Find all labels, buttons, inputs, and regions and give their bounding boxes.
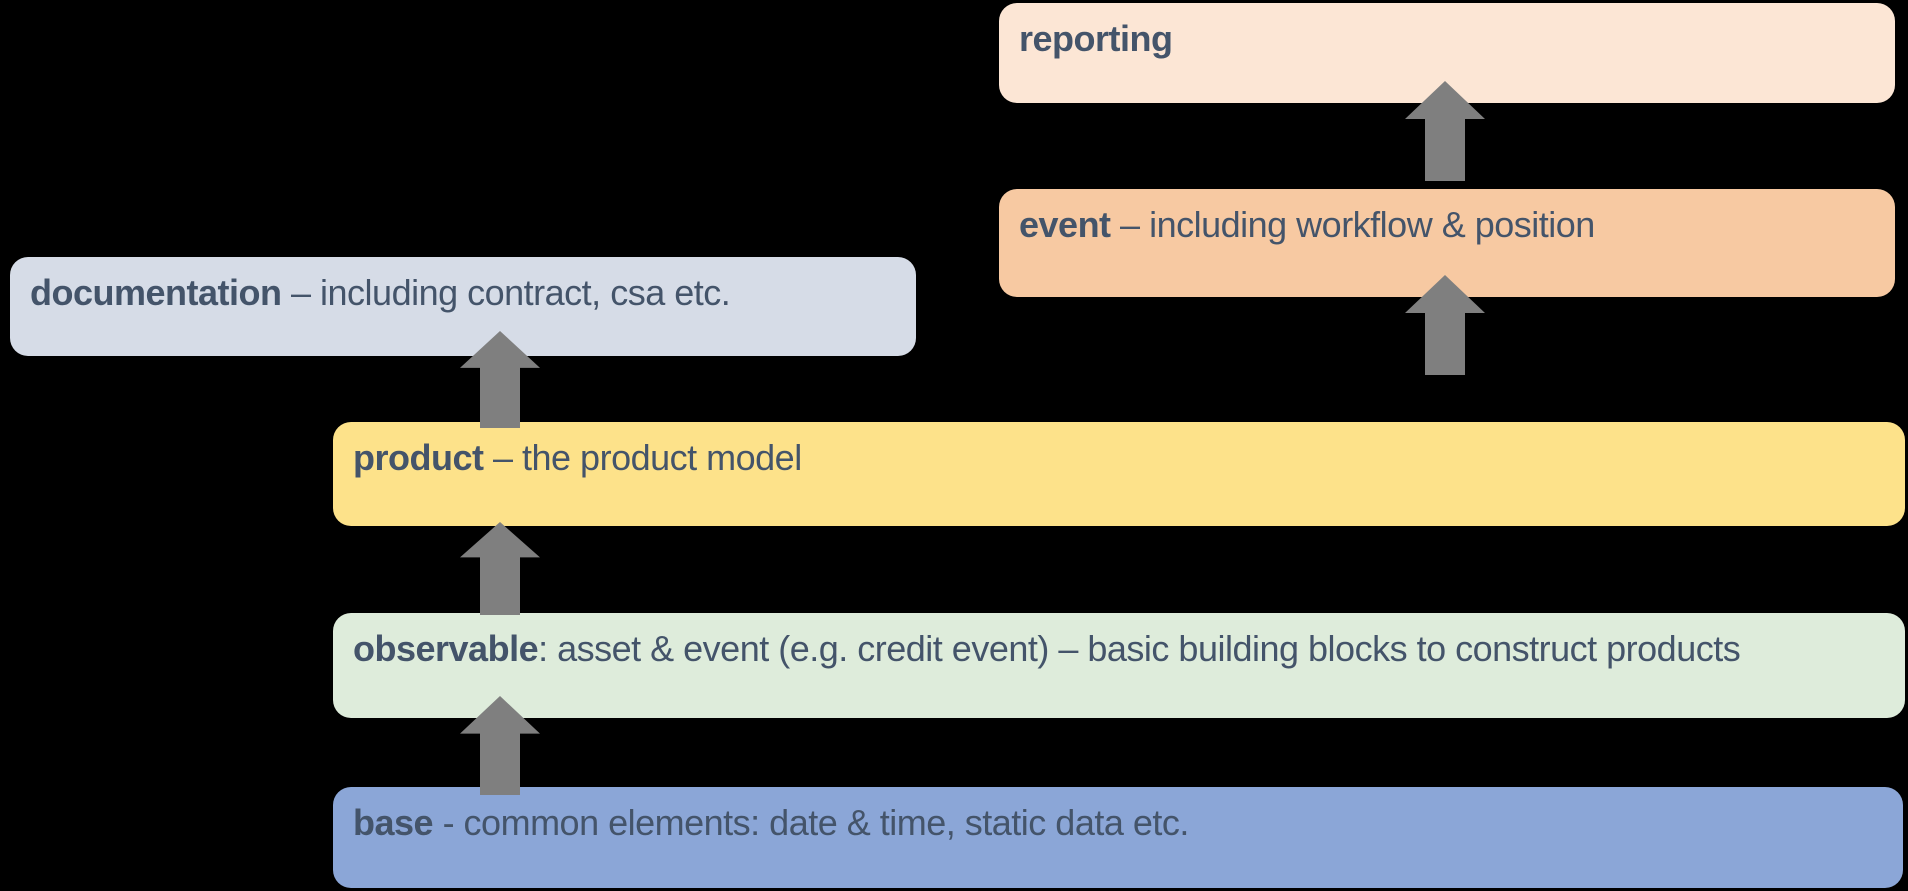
box-documentation-description: – including contract, csa etc.: [281, 272, 731, 313]
up-arrow-observable-to-product-icon: [460, 522, 540, 615]
box-product: product – the product model: [333, 422, 1905, 526]
box-documentation-title: documentation: [30, 272, 282, 313]
box-base-description: - common elements: date & time, static d…: [433, 802, 1190, 843]
box-observable: observable: asset & event (e.g. credit e…: [333, 613, 1905, 718]
box-event-title: event: [1019, 204, 1111, 245]
box-base: base - common elements: date & time, sta…: [333, 787, 1903, 888]
box-product-description: – the product model: [483, 437, 802, 478]
box-event-description: – including workflow & position: [1110, 204, 1595, 245]
up-arrow-product-to-documentation-icon: [460, 331, 540, 428]
box-product-title: product: [353, 437, 484, 478]
up-arrow-product-to-event-icon: [1405, 275, 1485, 375]
box-observable-title: observable: [353, 628, 539, 669]
up-arrow-base-to-observable-icon: [460, 696, 540, 795]
box-base-title: base: [353, 802, 434, 843]
box-documentation: documentation – including contract, csa …: [10, 257, 916, 356]
box-reporting-title: reporting: [1019, 18, 1173, 59]
box-event: event – including workflow & position: [999, 189, 1895, 297]
up-arrow-event-to-reporting-icon: [1405, 81, 1485, 181]
box-observable-description: : asset & event (e.g. credit event) – ba…: [538, 628, 1741, 669]
